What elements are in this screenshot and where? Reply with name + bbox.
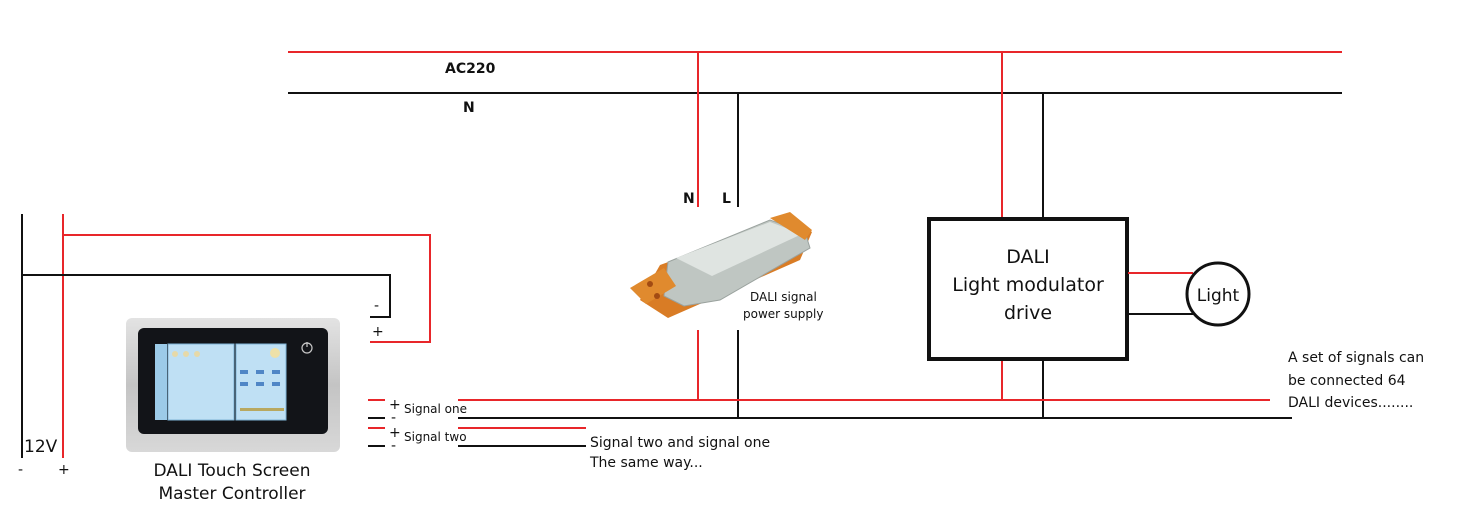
screen-sidebar (155, 344, 167, 420)
capacity-note-line3: DALI devices........ (1288, 395, 1413, 411)
screen-bulb-icon-2 (183, 351, 189, 357)
psu-label-line2: power supply (743, 307, 823, 321)
signal-one-plus-sign: + (389, 397, 401, 413)
driver-label-line3: drive (1004, 302, 1052, 324)
lamp-circle (1185, 261, 1251, 327)
psu-terminal-block (630, 268, 676, 304)
signal-two-minus-sign: - (391, 438, 396, 454)
screen-device-panel (167, 343, 235, 421)
controller-name-line2: Master Controller (158, 484, 305, 504)
screen-button-3 (272, 370, 280, 374)
signal-note-line2: The same way... (589, 455, 703, 471)
signal-one-label: Signal one (404, 402, 467, 416)
screen-button-5 (256, 382, 264, 386)
dali-driver-box (927, 217, 1129, 361)
capacity-note-line1: A set of signals can (1288, 350, 1424, 366)
lamp-label: Light (1197, 286, 1240, 306)
psu-top-face (676, 222, 802, 276)
psu-terminal-l: L (722, 191, 731, 207)
signal-two-plus-sign: + (389, 425, 401, 441)
supply-plus-label: + (58, 462, 70, 478)
controller-name-line1: DALI Touch Screen (154, 461, 311, 481)
screen-large-bulb-icon (270, 348, 280, 358)
touch-screen-controller-device (126, 318, 340, 452)
signal-two-label: Signal two (404, 430, 467, 444)
driver-label-line1: DALI (1006, 246, 1049, 268)
psu-screw-2 (654, 293, 660, 299)
dali-power-supply-device (630, 212, 812, 318)
signal-one-minus-sign: - (391, 410, 396, 426)
screen-bulb-icon-3 (194, 351, 200, 357)
screen-bulb-icon-1 (172, 351, 178, 357)
screen-button-1 (240, 370, 248, 374)
neutral-label: N (463, 100, 475, 116)
supply-voltage-label: 12V (24, 437, 58, 457)
psu-end-cap-right (770, 212, 812, 240)
screen-button-2 (256, 370, 264, 374)
controller-terminal-minus: - (374, 298, 379, 314)
psu-terminal-n: N (683, 191, 695, 207)
screen-button-6 (272, 382, 280, 386)
controller-minus-feed-wire (22, 274, 391, 318)
psu-label-line1: DALI signal (750, 290, 817, 304)
ac220-label: AC220 (445, 61, 496, 77)
controller-plus-feed-wire (63, 234, 431, 343)
controller-terminal-plus: + (372, 324, 384, 340)
signal-note-line1: Signal two and signal one (590, 435, 770, 451)
capacity-note-line2: be connected 64 (1288, 373, 1406, 389)
psu-screw-1 (647, 281, 653, 287)
supply-minus-label: - (18, 462, 23, 478)
driver-label-line2: Light modulator (952, 274, 1104, 296)
screen-progress-bar (240, 408, 284, 411)
screen-button-4 (240, 382, 248, 386)
